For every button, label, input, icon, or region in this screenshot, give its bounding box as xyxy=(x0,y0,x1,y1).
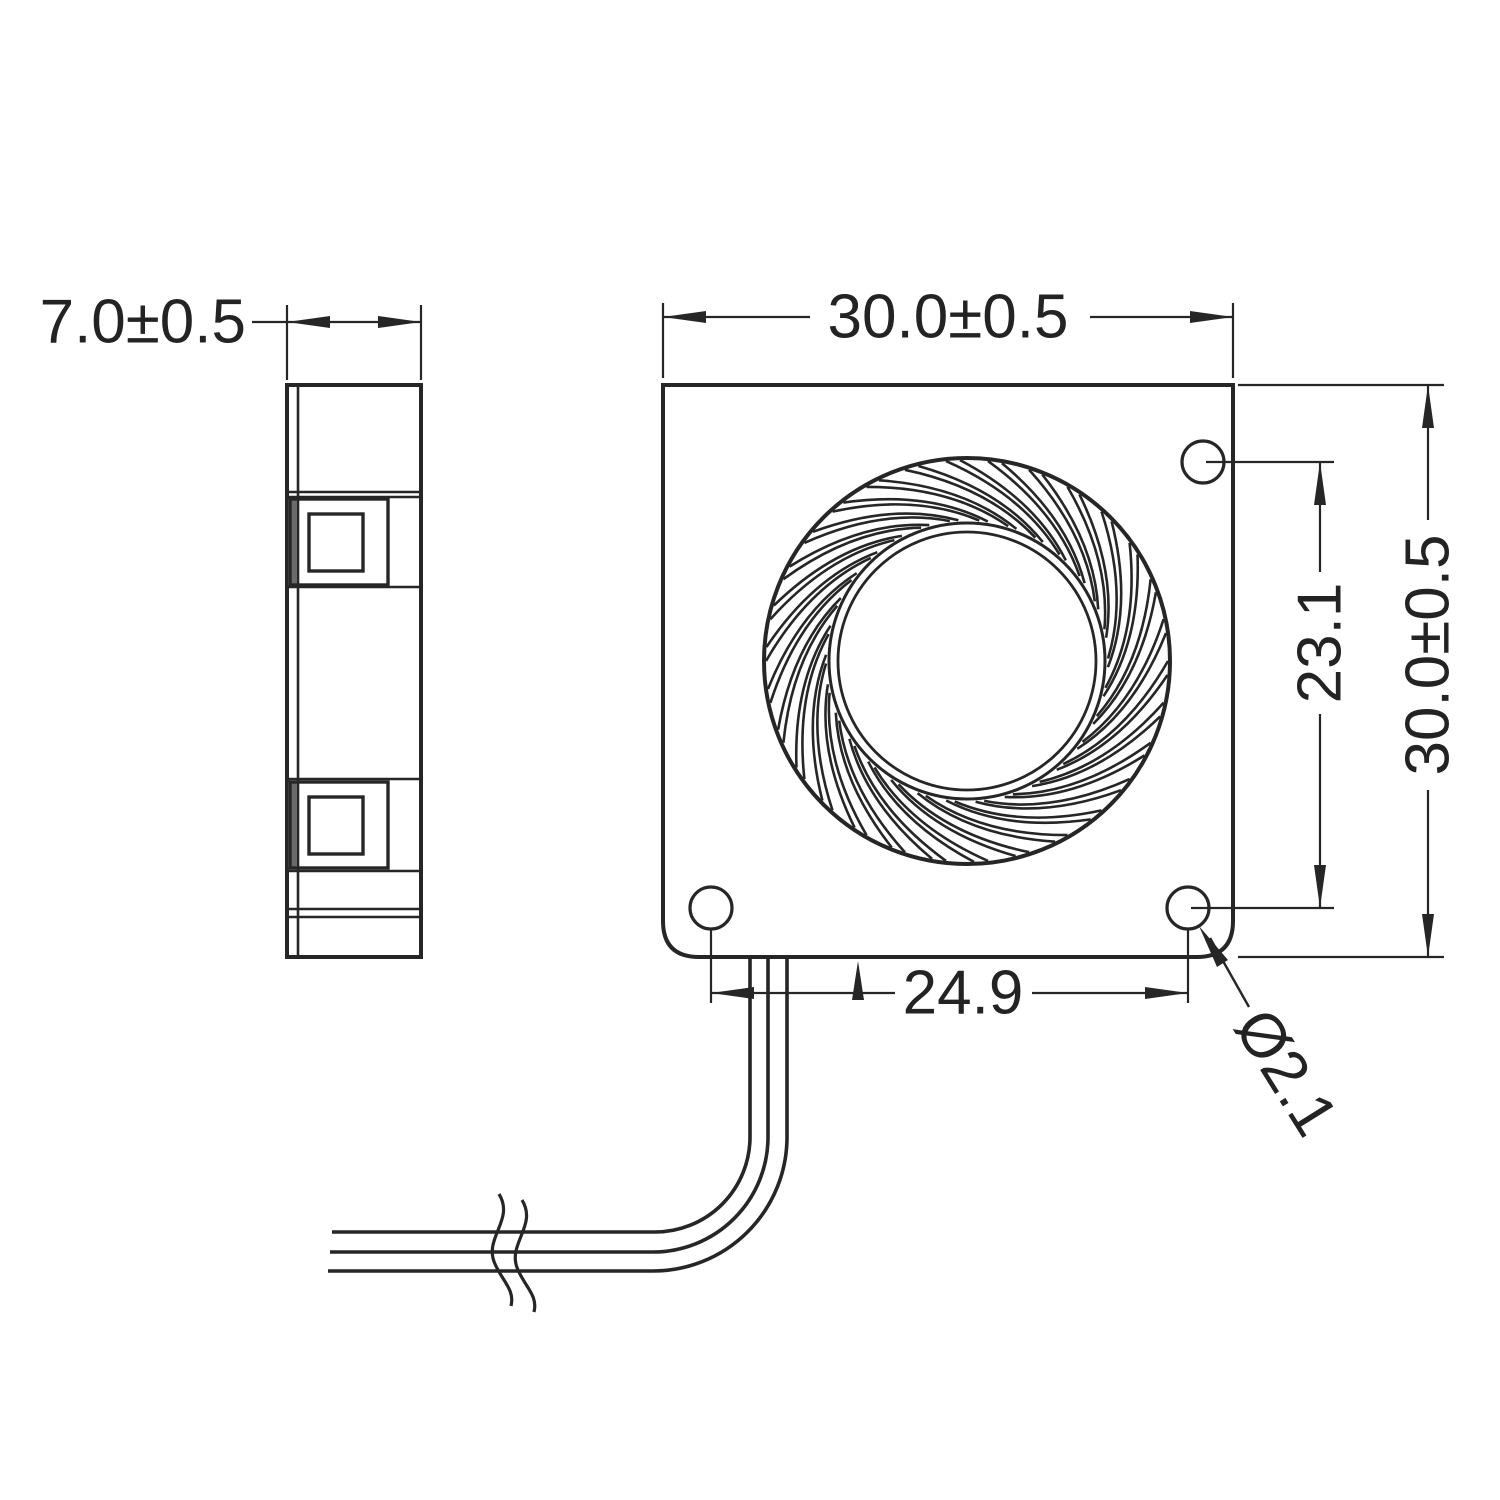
dimension-label-hole-spacing-vertical: 23.1 xyxy=(1286,583,1355,704)
dimension-label-front-width: 30.0±0.5 xyxy=(828,283,1069,352)
front-width-dimension: 30.0±0.5 xyxy=(661,283,1235,378)
lead-wire xyxy=(330,957,770,1254)
dimension-label-hole-diameter: Ø2.1 xyxy=(1221,997,1351,1148)
lead-wires xyxy=(328,957,789,1313)
side-width-dimension: 7.0±0.5 xyxy=(40,288,423,380)
tab-outline xyxy=(288,497,390,587)
tab-window xyxy=(307,512,365,573)
side-view-connector-tab-upper xyxy=(288,497,390,587)
arrowhead-right xyxy=(1190,311,1233,323)
break-squiggle xyxy=(513,1199,537,1313)
tab-edge-bar xyxy=(288,782,297,868)
impeller-outer-rim xyxy=(762,456,1172,866)
side-view xyxy=(285,383,423,959)
hole-spacing-vertical-dimension: 23.1 xyxy=(1191,460,1355,910)
mounting-hole-bottom-left xyxy=(688,885,734,931)
side-view-outline xyxy=(285,383,423,959)
housing-outline xyxy=(661,383,1235,959)
dimension-label-hole-spacing-horizontal: 24.9 xyxy=(903,959,1024,1028)
arrowhead-right xyxy=(378,316,421,328)
wire-break-mark xyxy=(490,1193,537,1313)
tab-window xyxy=(307,795,365,856)
arrowhead-left xyxy=(287,316,330,328)
leader-arrowhead xyxy=(1199,926,1228,967)
arrowhead-top xyxy=(1314,462,1326,505)
dimension-label-side-width: 7.0±0.5 xyxy=(40,288,246,357)
lead-wire xyxy=(332,957,752,1234)
hole-diameter-callout: Ø2.1 xyxy=(1199,926,1351,1148)
tab-outline xyxy=(288,780,390,870)
impeller-hub-inner-circle xyxy=(836,530,1098,792)
arrowhead-left xyxy=(663,311,706,323)
lead-wire xyxy=(328,957,789,1273)
front-height-dimension: 30.0±0.5 xyxy=(1238,383,1463,959)
arrowhead-top xyxy=(1422,385,1434,428)
impeller-blades xyxy=(764,458,1170,864)
arrowhead-bottom xyxy=(1422,914,1434,957)
side-view-connector-tab-lower xyxy=(288,780,390,870)
dimension-label-front-height: 30.0±0.5 xyxy=(1394,535,1463,776)
front-view xyxy=(661,383,1235,959)
tab-edge-bar xyxy=(288,499,297,585)
impeller-hub-outer-circle xyxy=(827,521,1107,801)
hole-spacing-horizontal-dimension: 24.9 xyxy=(709,929,1190,1028)
arrowhead-right xyxy=(1145,987,1188,999)
reference-tick-arrow xyxy=(852,961,864,1000)
arrowhead-bottom xyxy=(1314,865,1326,908)
arrowhead-left xyxy=(711,987,754,999)
break-squiggle xyxy=(490,1193,514,1307)
